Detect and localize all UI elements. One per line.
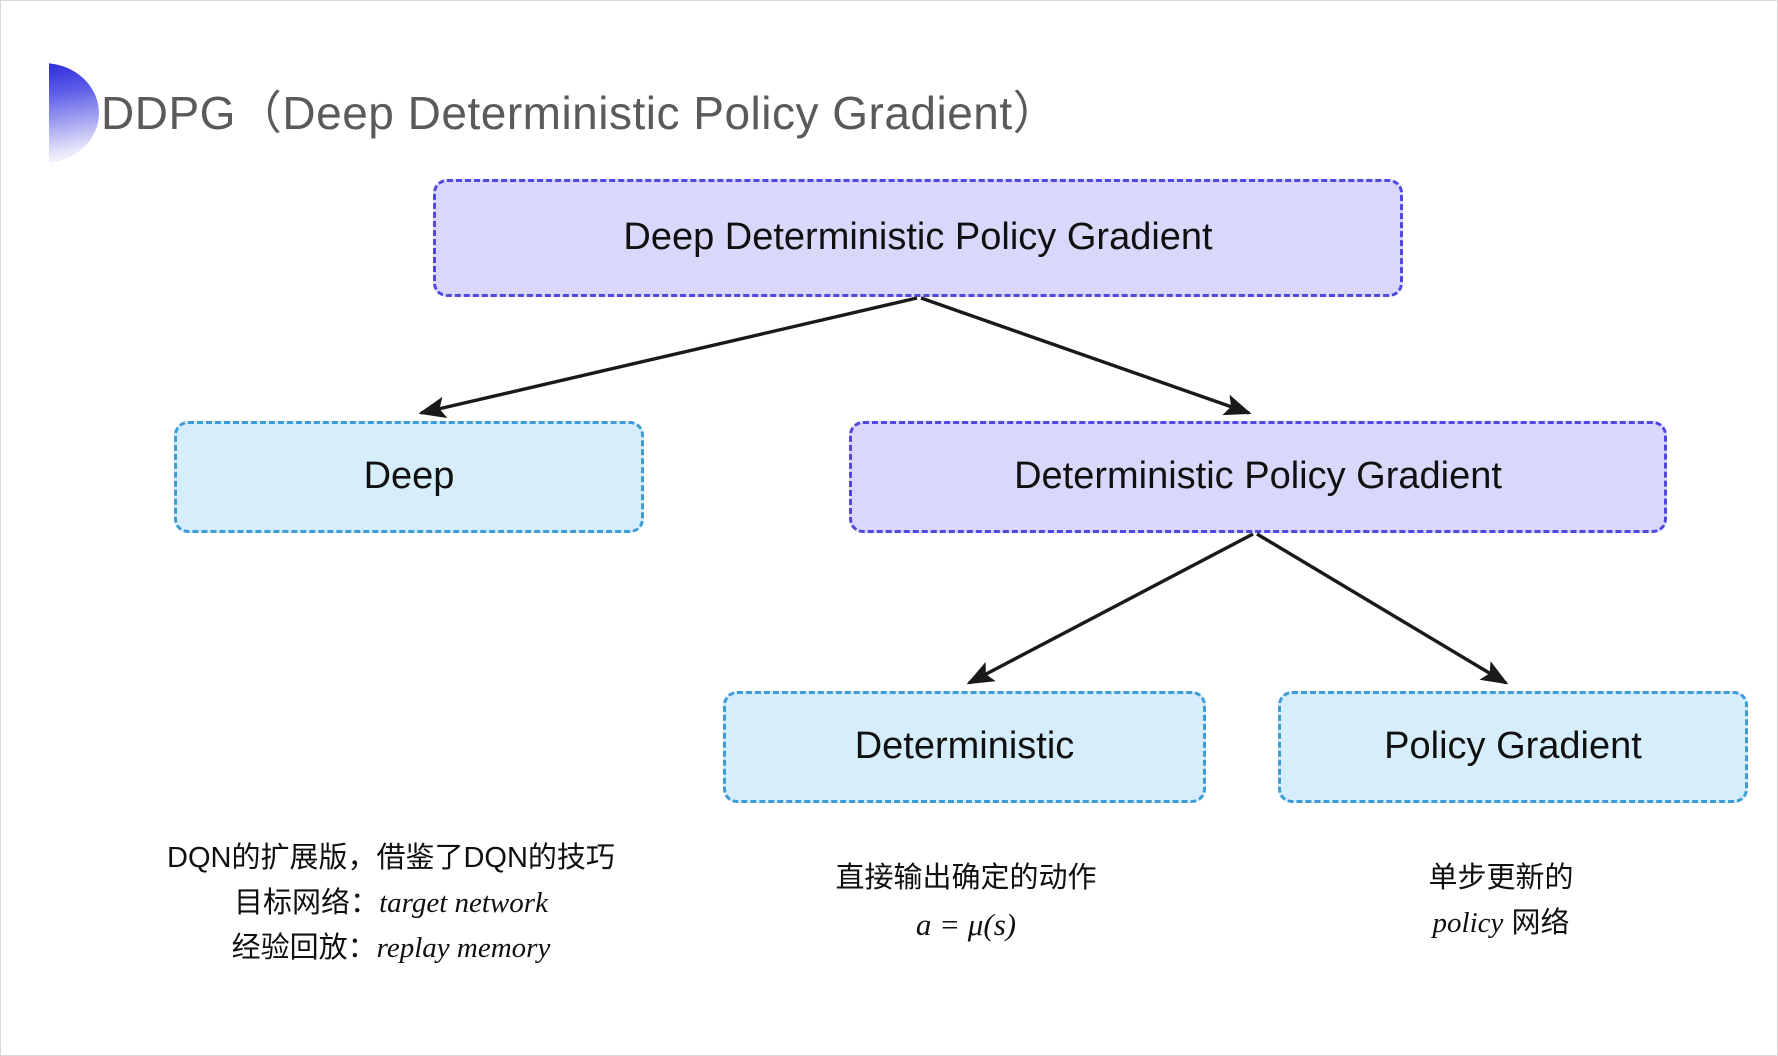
node-deterministic-policy-gradient[interactable]: Deterministic Policy Gradient: [849, 421, 1667, 533]
node-deep[interactable]: Deep: [174, 421, 644, 533]
note-line-3-label: 经验回放：: [231, 931, 377, 964]
node-label: Policy Gradient: [1384, 725, 1642, 768]
note-line-1: 单步更新的: [1428, 862, 1574, 894]
note-deterministic-explanation: 直接输出确定的动作 a = μ(s): [761, 856, 1171, 949]
note-line-2-suffix: 网络: [1503, 906, 1570, 939]
note-line-2: policy 网络: [1311, 901, 1691, 946]
node-label: Deterministic: [854, 725, 1075, 768]
node-label: Deep: [363, 455, 455, 498]
node-deterministic[interactable]: Deterministic: [723, 691, 1206, 803]
note-policy-gradient-explanation: 单步更新的 policy 网络: [1311, 856, 1691, 946]
note-line-2-term: target network: [379, 886, 548, 919]
title-accent-mask: [1, 53, 49, 173]
edge-dpg-to-deterministic: [966, 532, 1254, 685]
note-line-3: 经验回放：replay memory: [91, 926, 691, 971]
note-line-1: 直接输出确定的动作: [835, 862, 1097, 894]
note-line-2-label: 目标网络：: [234, 886, 380, 919]
note-line-1: DQN的扩展版，借鉴了DQN的技巧: [167, 842, 615, 874]
node-policy-gradient[interactable]: Policy Gradient: [1278, 691, 1748, 803]
title-accent-halfcircle-icon: [43, 63, 99, 163]
edge-dpg-to-policy-gradient: [1256, 532, 1509, 685]
page-title: DDPG（Deep Deterministic Policy Gradient）: [101, 87, 1060, 139]
edge-root-to-dpg: [920, 296, 1252, 416]
node-deep-deterministic-policy-gradient[interactable]: Deep Deterministic Policy Gradient: [433, 179, 1403, 297]
note-line-2-term: policy: [1432, 906, 1504, 939]
edge-root-to-deep: [418, 296, 918, 419]
node-label: Deep Deterministic Policy Gradient: [623, 216, 1213, 259]
note-line-2: 目标网络：target network: [91, 881, 691, 926]
note-deep-explanation: DQN的扩展版，借鉴了DQN的技巧 目标网络：target network 经验…: [91, 836, 691, 971]
note-formula: a = μ(s): [915, 906, 1017, 942]
note-line-3-term: replay memory: [376, 931, 551, 964]
node-label: Deterministic Policy Gradient: [1014, 455, 1502, 498]
